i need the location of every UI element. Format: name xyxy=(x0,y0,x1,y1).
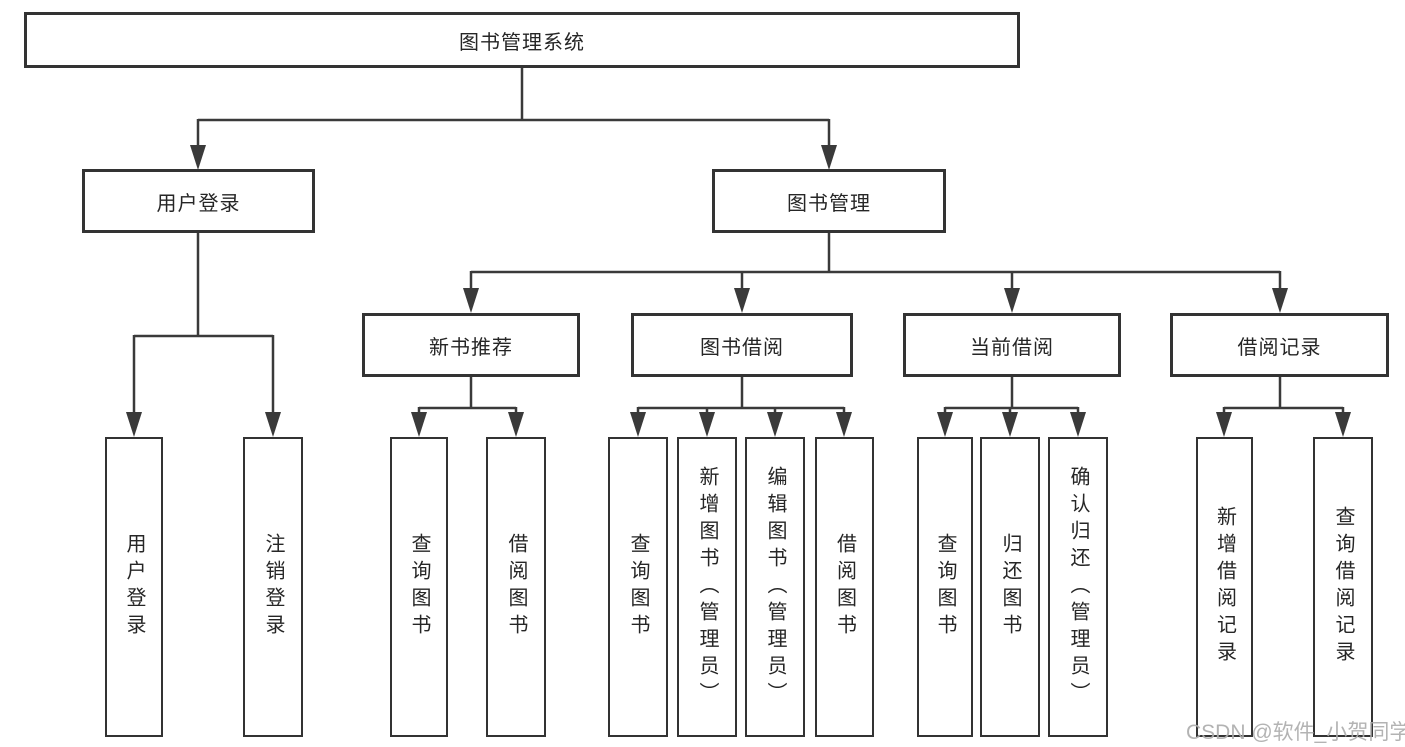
node-book-borrowing: 图书借阅 xyxy=(631,313,853,377)
leaf-query-books: 查询图书 xyxy=(390,437,448,737)
leaf-confirm-return-admin: 确认归还（管理员） xyxy=(1048,437,1108,737)
node-label: 借阅图书 xyxy=(505,533,527,641)
node-label: 新增图书（管理员） xyxy=(696,465,718,709)
node-label: 图书借阅 xyxy=(700,336,784,359)
node-label: 查询借阅记录 xyxy=(1332,506,1354,668)
node-label: 借阅记录 xyxy=(1237,336,1322,359)
node-current-borrowing: 当前借阅 xyxy=(903,313,1121,377)
leaf-return-books: 归还图书 xyxy=(980,437,1040,737)
node-new-book-recommendation: 新书推荐 xyxy=(362,313,580,377)
node-label: 用户登录 xyxy=(123,533,145,641)
leaf-add-books-admin: 新增图书（管理员） xyxy=(677,437,737,737)
leaf-logout: 注销登录 xyxy=(243,437,303,737)
node-label: 查询图书 xyxy=(408,533,430,641)
leaf-add-borrow-record: 新增借阅记录 xyxy=(1196,437,1253,737)
node-label: 借阅图书 xyxy=(833,533,856,641)
leaf-user-login: 用户登录 xyxy=(105,437,163,737)
leaf-query-borrow-record: 查询借阅记录 xyxy=(1313,437,1373,737)
node-label: 注销登录 xyxy=(262,533,284,641)
node-label: 新书推荐 xyxy=(429,336,513,359)
leaf-query-books: 查询图书 xyxy=(608,437,668,737)
node-library-management-system: 图书管理系统 xyxy=(24,12,1020,68)
node-label: 查询图书 xyxy=(627,533,649,641)
leaf-edit-books-admin: 编辑图书（管理员） xyxy=(745,437,805,737)
leaf-borrow-books: 借阅图书 xyxy=(486,437,546,737)
node-label: 查询图书 xyxy=(934,533,956,641)
leaf-borrow-books: 借阅图书 xyxy=(815,437,874,737)
node-label: 用户登录 xyxy=(156,192,241,215)
node-user-login: 用户登录 xyxy=(82,169,315,233)
node-label: 编辑图书（管理员） xyxy=(764,465,786,709)
node-label: 图书管理系统 xyxy=(459,31,585,54)
node-book-management: 图书管理 xyxy=(712,169,946,233)
node-label: 归还图书 xyxy=(999,533,1021,641)
node-label: 确认归还（管理员） xyxy=(1067,465,1089,709)
node-label: 当前借阅 xyxy=(970,336,1054,359)
csdn-watermark: CSDN @软件_小贺同学 xyxy=(1186,721,1405,744)
node-label: 图书管理 xyxy=(787,192,871,215)
node-borrowing-records: 借阅记录 xyxy=(1170,313,1389,377)
node-label: 新增借阅记录 xyxy=(1213,506,1236,668)
leaf-query-books: 查询图书 xyxy=(917,437,973,737)
